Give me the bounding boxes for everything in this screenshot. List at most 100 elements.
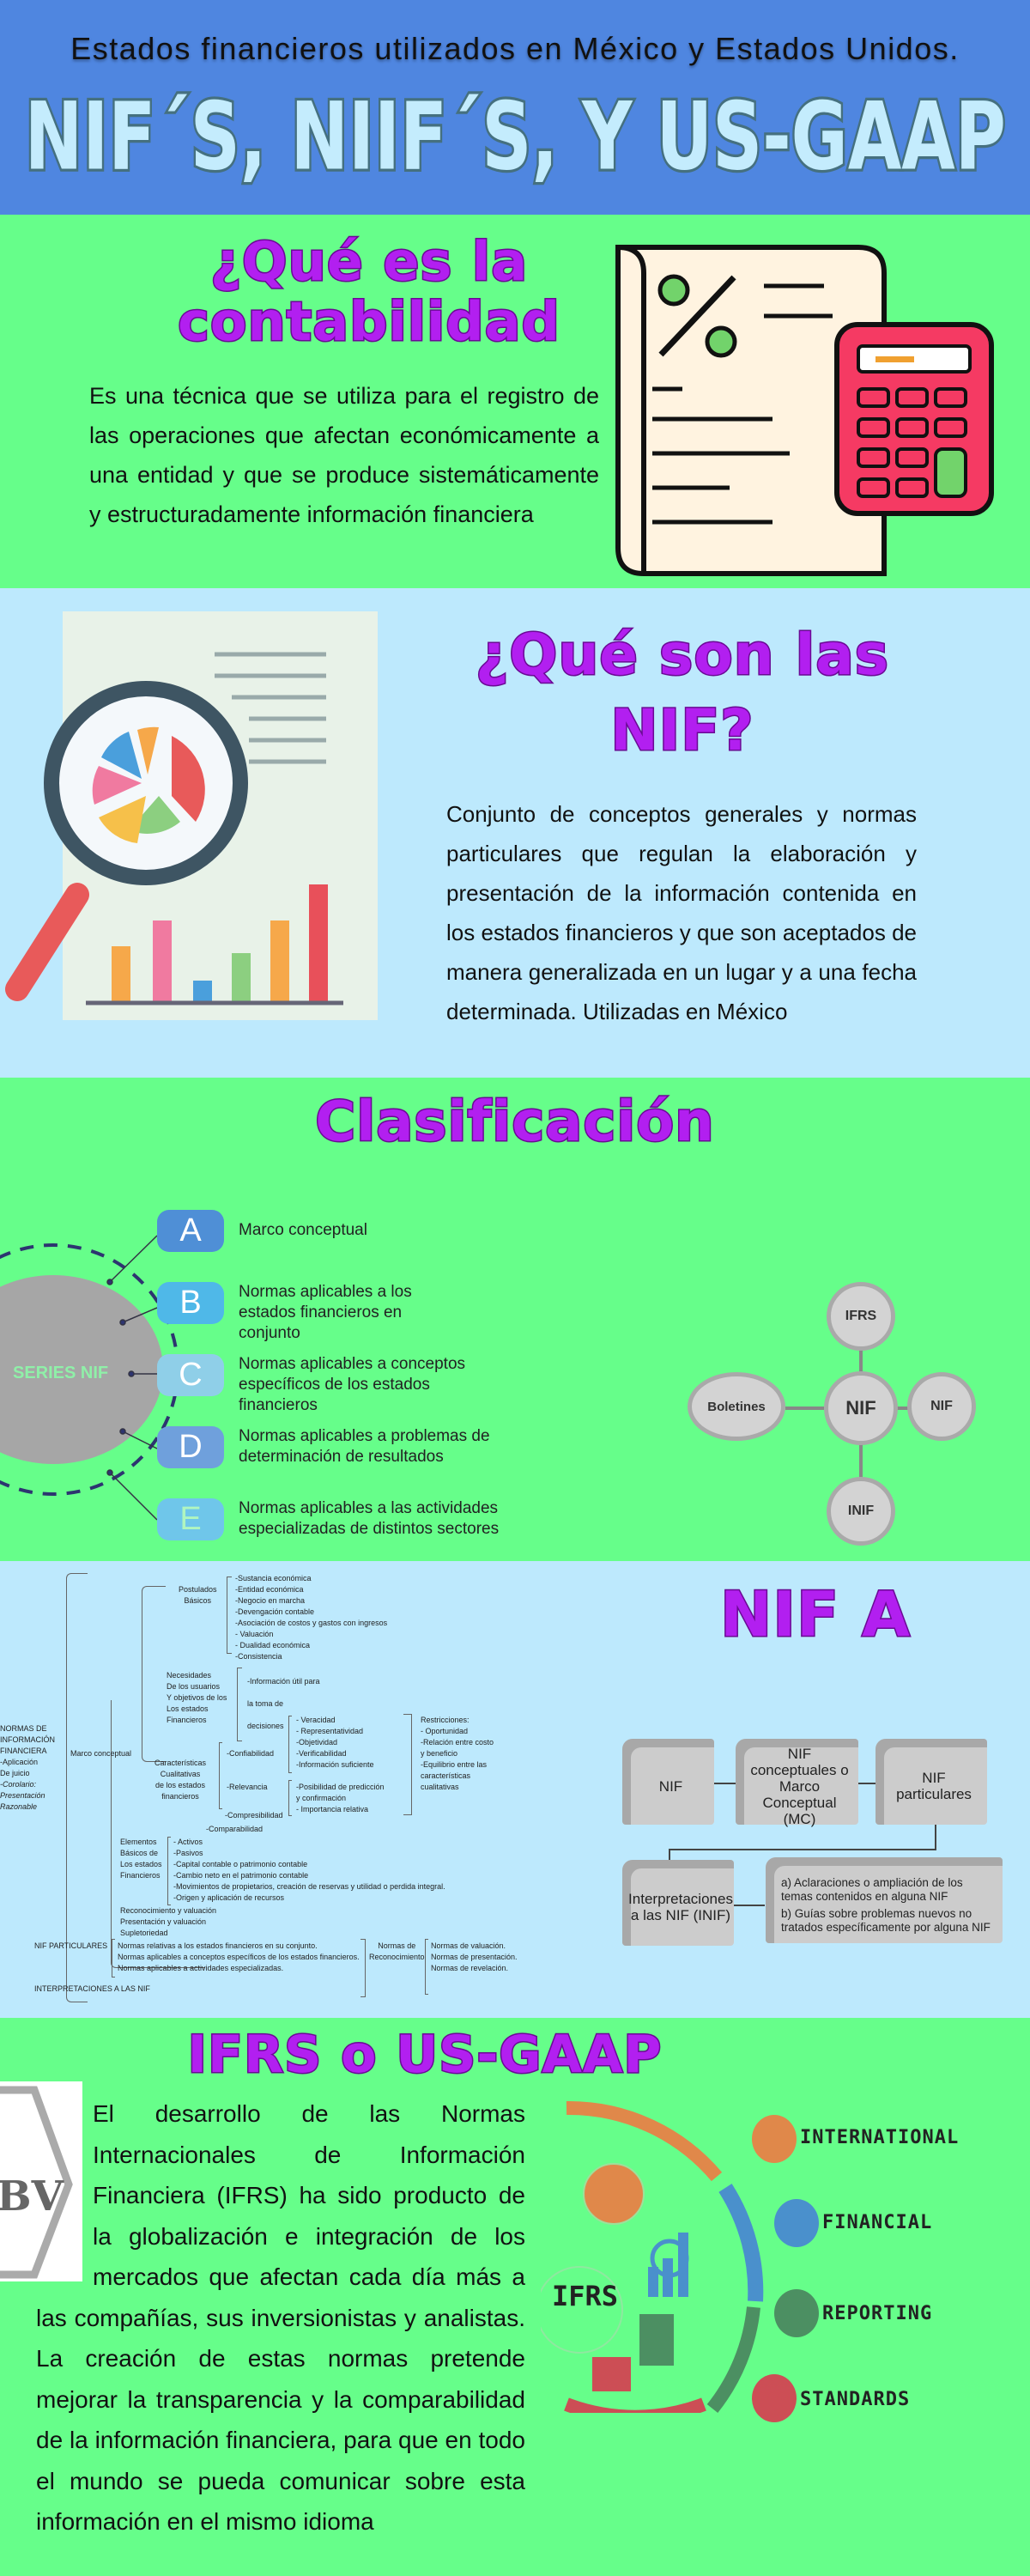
hub-top: IFRS	[827, 1282, 895, 1351]
mm-line: la toma de	[247, 1699, 284, 1708]
mm-elementos: - Activos -Pasivos -Capital contable o pat…	[173, 1837, 445, 1904]
mm-line: Razonable	[0, 1802, 38, 1811]
mm-line: De los usuarios	[167, 1682, 221, 1691]
title-line: ¿Qué son las	[474, 621, 890, 690]
mm-line: -Equilibrio entre las	[421, 1760, 488, 1769]
series-a-badge: A	[157, 1210, 224, 1252]
mm-line: -Entidad económica	[235, 1585, 304, 1594]
mm-line: -Relación entre costo	[421, 1738, 494, 1747]
mm-line: De juicio	[0, 1769, 30, 1777]
legend-standards-dot	[752, 2374, 797, 2422]
flow-conceptuales: NIF conceptuales o Marco Conceptual (MC)	[736, 1739, 858, 1827]
mm-line: Los estados	[120, 1860, 162, 1868]
mm-postulados: -Sustancia económica -Entidad económica -N…	[235, 1573, 387, 1662]
arrow-icon	[714, 1783, 736, 1784]
mm-line: Normas de revelación.	[431, 1964, 509, 1972]
bv-logo: BV	[0, 2081, 82, 2281]
mm-line: -Verificabilidad	[296, 1749, 347, 1758]
mm-particulares: Normas relativas a los estados financier…	[118, 1941, 360, 1974]
mm-line: Normas de presentación.	[431, 1953, 518, 1961]
ifrs-text: El desarrollo de las Normas Internaciona…	[36, 2100, 525, 2535]
mm-line: decisiones	[247, 1722, 284, 1730]
legend-reporting: REPORTING	[822, 2303, 933, 2324]
header-title: NIF´S, NIIF´S, Y US-GAAP	[22, 79, 1008, 194]
mm-line: Necesidades	[167, 1671, 212, 1680]
title-line: contabilidad	[177, 290, 561, 353]
hub-right: NIF	[907, 1372, 976, 1441]
flow-particulares: NIF particulares	[876, 1739, 987, 1825]
mm-line: Normas de valuación.	[431, 1941, 506, 1950]
mm-line: -Información útil para	[247, 1677, 320, 1686]
mm-line: -Cambio neto en el patrimonio contable	[173, 1871, 309, 1880]
mm-line: Normas de	[378, 1941, 416, 1950]
hub-center: NIF	[824, 1371, 898, 1445]
flow-interpretaciones: Interpretaciones a las NIF (INIF)	[622, 1860, 734, 1946]
arrow-icon	[858, 1783, 876, 1784]
title-line: ¿Qué es la	[209, 230, 529, 293]
flow-detail-a: a) Aclaraciones o ampliación de los tema…	[781, 1876, 963, 1903]
mm-line: -Negocio en marcha	[235, 1596, 306, 1605]
contabilidad-text: Es una técnica que se utiliza para el re…	[89, 383, 599, 527]
hub-bottom: INIF	[827, 1477, 895, 1546]
mm-line: -Corolario:	[0, 1780, 37, 1789]
mm-line: -Pasivos	[173, 1849, 203, 1857]
header: Estados financieros utilizados en México…	[0, 0, 1030, 215]
legend-financial: FINANCIAL	[822, 2212, 933, 2233]
mm-line: Básicos	[184, 1596, 212, 1605]
mm-line: INFORMACIÓN	[0, 1735, 55, 1744]
bv-logo-text: BV	[0, 2172, 64, 2221]
mm-line: - Veracidad	[296, 1716, 336, 1724]
ifrs-graphic-label: IFRS	[552, 2280, 619, 2312]
mm-line: Postulados	[179, 1585, 217, 1594]
clasificacion-title: Clasificación	[314, 1090, 715, 1156]
mm-line: Presentación y valuación	[120, 1917, 207, 1926]
section-clasificacion: Clasificación SERIES NIF A Marco concept…	[0, 1078, 1030, 1561]
bv-logo-icon: BV	[0, 2086, 73, 2279]
mm-line: -Posibilidad de predicción	[296, 1783, 385, 1791]
mm-line: -Movimientos de propietarios, creación d…	[173, 1882, 445, 1891]
mm-compresibilidad: -Compresibilidad	[225, 1811, 283, 1820]
mm-line: características	[421, 1771, 471, 1780]
mm-line: -Sustancia económica	[235, 1574, 312, 1583]
legend-standards: STANDARDS	[800, 2389, 911, 2410]
mm-necesidades: -Información útil para la toma de decision…	[247, 1670, 320, 1737]
legend-financial-dot	[774, 2199, 819, 2247]
mm-line: -Asociación de costos y gastos con ingre…	[235, 1619, 388, 1627]
mm-line: - Valuación	[235, 1630, 274, 1638]
mm-line: cualitativas	[421, 1783, 459, 1791]
mm-line: - Oportunidad	[421, 1727, 469, 1735]
mm-line: -Capital contable o patrimonio contable	[173, 1860, 308, 1868]
mm-line: - Activos	[173, 1838, 203, 1846]
mm-interpretaciones: INTERPRETACIONES A LAS NIF	[34, 1984, 150, 1993]
mm-line: -Devengación contable	[235, 1607, 315, 1616]
series-c-badge: C	[157, 1354, 224, 1396]
mm-line: - Importancia relativa	[296, 1805, 369, 1814]
mm-line: -Información suficiente	[296, 1760, 374, 1769]
mm-line: Básicos de	[120, 1849, 159, 1857]
mm-root: NORMAS DE INFORMACIÓN FINANCIERA -Aplicació…	[0, 1723, 55, 1813]
legend-international-dot	[752, 2115, 797, 2163]
mm-line: -Origen y aplicación de recursos	[173, 1893, 285, 1902]
mm-line: -Aplicación	[0, 1758, 39, 1766]
mm-line: Financieros	[120, 1871, 161, 1880]
mm-comparabilidad: -Comparabilidad	[206, 1825, 264, 1833]
mm-relevancia: -Relevancia	[227, 1783, 268, 1791]
mm-line: Normas relativas a los estados financier…	[118, 1941, 318, 1950]
mm-line: Características	[154, 1759, 207, 1767]
mm-line: -Consistencia	[235, 1652, 282, 1661]
mm-particulares-label: NIF PARTICULARES	[34, 1941, 108, 1950]
legend-international: INTERNATIONAL	[800, 2127, 960, 2148]
series-e-text: Normas aplicables a las actividades espe…	[239, 1499, 500, 1538]
mm-line: NORMAS DE	[0, 1724, 47, 1733]
mm-line: Supletoriedad	[120, 1929, 168, 1937]
mm-line: Elementos	[120, 1838, 157, 1846]
ifrs-text-block: El desarrollo de las Normas Internaciona…	[36, 2093, 525, 2543]
mm-line: Cualitativas	[160, 1770, 201, 1778]
nif-a-title: NIF A	[718, 1577, 912, 1652]
mm-line: Los estados	[167, 1704, 209, 1713]
mm-line: FINANCIERA	[0, 1747, 47, 1755]
mm-line: Restricciones:	[421, 1716, 470, 1724]
